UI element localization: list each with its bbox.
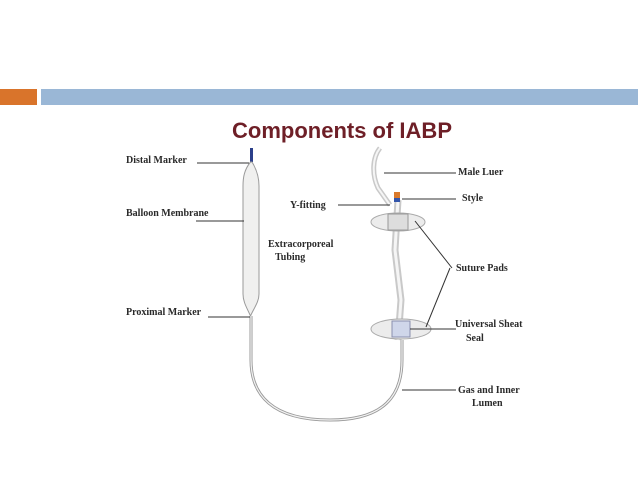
label-universal-seal-line2: Seal [466,333,484,344]
accent-bar-blue [41,89,638,105]
label-y-fitting: Y-fitting [290,200,326,211]
label-proximal-marker: Proximal Marker [126,307,202,318]
diagram-title: Components of IABP [232,118,452,143]
label-universal-seal-line1: Universal Sheat [455,319,523,330]
label-extracorporeal-line1: Extracorporeal [268,239,334,250]
label-distal-marker: Distal Marker [126,155,187,166]
label-balloon-membrane: Balloon Membrane [126,208,209,219]
balloon-membrane [242,161,260,318]
style-tip [394,192,400,198]
label-gas-lumen-line1: Gas and Inner [458,385,520,396]
label-male-luer: Male Luer [458,167,504,178]
label-style: Style [462,193,484,204]
universal-seal [391,320,411,338]
label-suture-pads: Suture Pads [456,263,508,274]
distal-marker-tip [250,148,253,162]
accent-block-orange [0,89,37,105]
label-gas-lumen-line2: Lumen [472,398,503,409]
label-extracorporeal-line2: Tubing [275,252,305,263]
